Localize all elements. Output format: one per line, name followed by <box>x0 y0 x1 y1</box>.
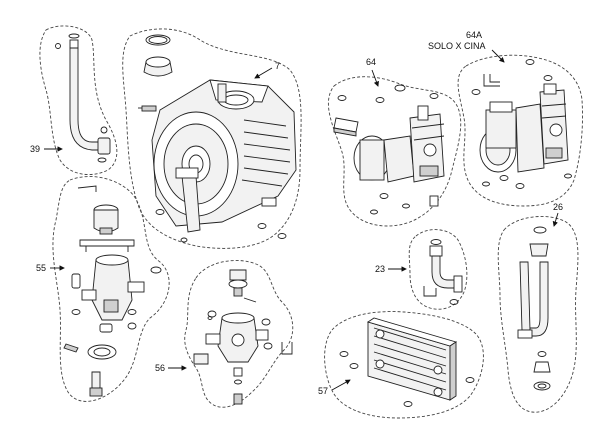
callout-23: 23 <box>375 264 407 274</box>
callout-56-label: 56 <box>155 363 165 373</box>
callout-39-label: 39 <box>30 144 40 154</box>
callout-55-label: 55 <box>36 263 46 273</box>
group-39-pipe <box>39 25 118 176</box>
callout-55: 55 <box>36 263 65 273</box>
callout-64a-label: 64A <box>466 30 482 40</box>
group-64-pump <box>328 76 462 227</box>
callout-26-label: 26 <box>553 202 563 212</box>
callout-57: 57 <box>318 379 351 396</box>
callout-7: 7 <box>254 61 280 79</box>
callout-26: 26 <box>552 202 563 227</box>
callout-39: 39 <box>30 144 63 154</box>
callout-64-label: 64 <box>366 57 376 67</box>
group-64a-pump-china <box>457 54 583 207</box>
group-56-valve-assembly <box>184 260 294 408</box>
group-23-pipe-fitting <box>408 229 468 310</box>
callout-64: 64 <box>366 57 379 87</box>
group-57-plate-exchanger <box>324 311 484 419</box>
callout-56: 56 <box>155 363 187 373</box>
callout-23-label: 23 <box>375 264 385 274</box>
group-7-heat-exchanger <box>122 28 302 249</box>
callout-57-label: 57 <box>318 386 328 396</box>
callout-64a: 64A SOLO X CINA <box>428 30 505 63</box>
group-55-valve-group <box>52 176 170 402</box>
group-26-bypass-pipe <box>497 216 579 413</box>
callout-64a-note: SOLO X CINA <box>428 41 486 51</box>
callout-7-label: 7 <box>275 61 280 71</box>
